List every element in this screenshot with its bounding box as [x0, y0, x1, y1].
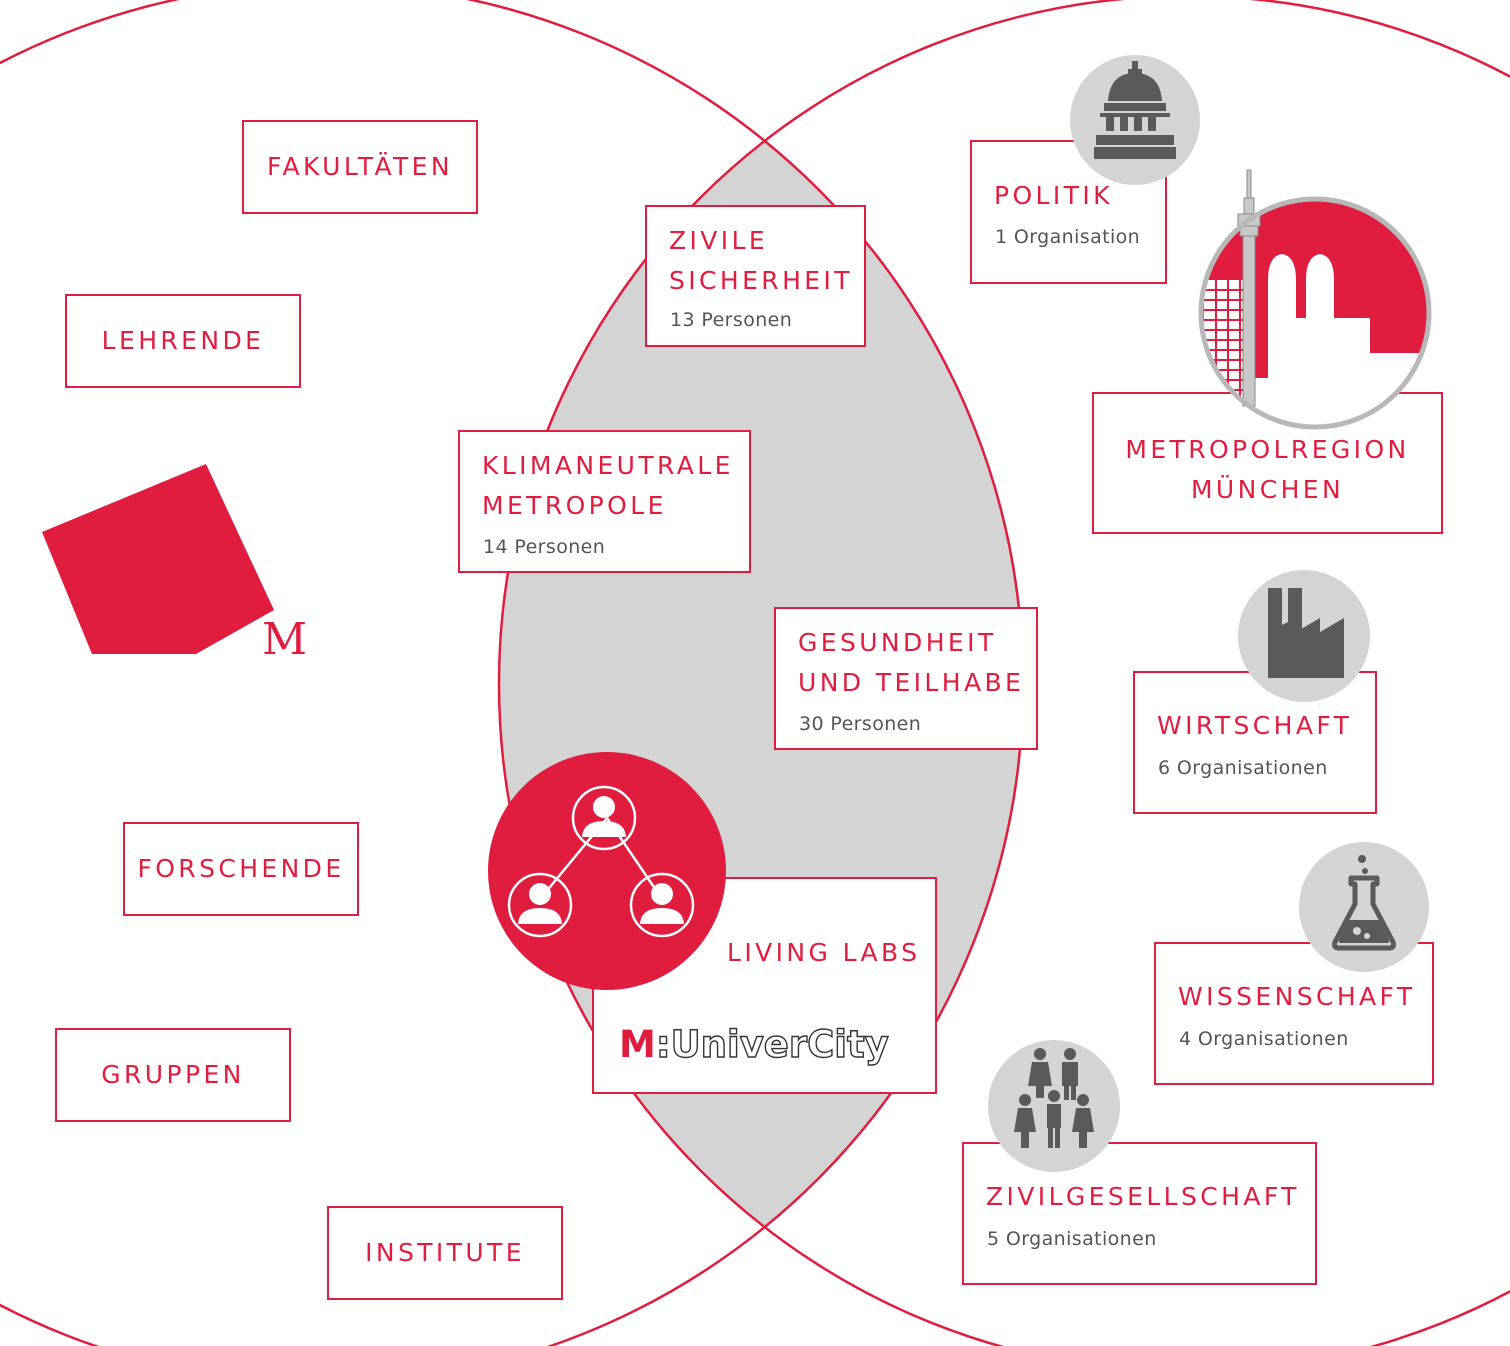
label-institute: INSTITUTE [365, 1238, 525, 1267]
univercity-logo-m: M [619, 1023, 656, 1066]
network-people-icon [488, 752, 726, 990]
flask-icon [1299, 842, 1429, 972]
box-gruppen: GRUPPEN [55, 1028, 291, 1122]
sector-count: 1 Organisation [995, 226, 1141, 248]
sector-count: 6 Organisationen [1158, 757, 1328, 779]
sector-label: WIRTSCHAFT [1157, 711, 1353, 740]
region-line2: MÜNCHEN [1190, 475, 1345, 504]
box-wirtschaft: WIRTSCHAFT 6 Organisationen [1133, 671, 1377, 814]
univercity-logo-text: :UniverCity [655, 1023, 889, 1066]
box-lehrende: LEHRENDE [65, 294, 301, 388]
sector-label: POLITIK [994, 181, 1113, 210]
label-gruppen: GRUPPEN [101, 1060, 245, 1089]
box-wissenschaft: WISSENSCHAFT 4 Organisationen [1154, 942, 1434, 1085]
parliament-icon [1070, 55, 1200, 185]
box-institute: INSTITUTE [327, 1206, 563, 1300]
topic-title-line1: ZIVILE [669, 226, 769, 255]
topic-title-line1: GESUNDHEIT [798, 628, 997, 657]
right-circle [497, 0, 1510, 1346]
box-forschende: FORSCHENDE [123, 822, 359, 916]
box-klimaneutrale-metropole: KLIMANEUTRALE METROPOLE 14 Personen [458, 430, 751, 573]
box-zivilgesellschaft: ZIVILGESELLSCHAFT 5 Organisationen [962, 1142, 1317, 1285]
logo-letter: M [262, 614, 307, 665]
people-icon [988, 1040, 1120, 1172]
label-fakultaeten: FAKULTÄTEN [267, 152, 453, 181]
region-line1: METROPOLREGION [1125, 435, 1410, 464]
label-lehrende: LEHRENDE [101, 326, 265, 355]
box-living-labs: LIVING LABS M:UniverCity [592, 877, 937, 1094]
living-labs-label: LIVING LABS [727, 938, 921, 967]
topic-count: 30 Personen [799, 713, 922, 735]
topic-count: 13 Personen [670, 309, 793, 331]
university-logo: M [42, 464, 307, 665]
topic-title-line2: UND TEILHABE [798, 668, 1025, 697]
factory-icon [1238, 570, 1370, 702]
sector-label: ZIVILGESELLSCHAFT [986, 1182, 1300, 1211]
topic-count: 14 Personen [483, 536, 606, 558]
topic-title-line2: METROPOLE [482, 491, 667, 520]
topic-title-line2: SICHERHEIT [669, 266, 853, 295]
label-forschende: FORSCHENDE [137, 854, 345, 883]
univercity-logo: M:UniverCity [619, 1023, 889, 1066]
box-zivile-sicherheit: ZIVILE SICHERHEIT 13 Personen [645, 205, 866, 347]
topic-title-line1: KLIMANEUTRALE [482, 451, 734, 480]
sector-label: WISSENSCHAFT [1178, 982, 1416, 1011]
box-gesundheit-teilhabe: GESUNDHEIT UND TEILHABE 30 Personen [774, 607, 1038, 750]
sector-count: 5 Organisationen [987, 1228, 1157, 1250]
sector-count: 4 Organisationen [1179, 1028, 1349, 1050]
box-fakultaeten: FAKULTÄTEN [242, 120, 478, 214]
munich-skyline-icon [1198, 169, 1432, 430]
